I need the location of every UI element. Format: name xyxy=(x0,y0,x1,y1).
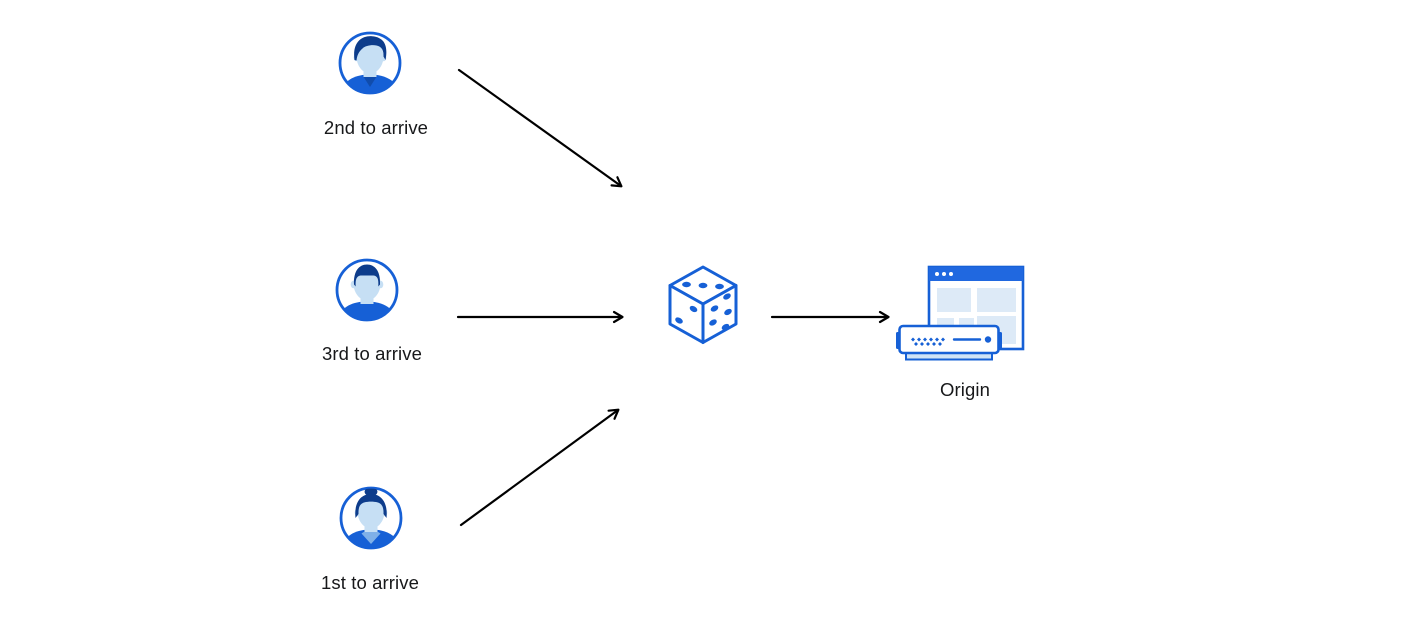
node-user-second xyxy=(337,30,403,96)
dice-icon xyxy=(668,265,738,344)
node-label-user-second: 2nd to arrive xyxy=(323,117,429,138)
node-dice xyxy=(666,264,740,348)
origin-server-browser-icon xyxy=(896,265,1025,361)
user-avatar-female-bun-icon xyxy=(339,486,403,550)
node-user-first xyxy=(338,485,404,551)
user-avatar-male-short-hair-icon xyxy=(335,258,399,322)
node-origin xyxy=(896,262,1028,366)
arrow-user-first-to-dice xyxy=(459,408,620,527)
node-user-third xyxy=(334,257,400,323)
node-label-user-third: 3rd to arrive xyxy=(321,343,423,364)
node-label-user-first: 1st to arrive xyxy=(321,572,419,593)
arrow-user-second-to-dice xyxy=(457,68,623,188)
node-label-origin: Origin xyxy=(940,379,990,400)
user-avatar-male-swept-hair-icon xyxy=(338,31,402,95)
